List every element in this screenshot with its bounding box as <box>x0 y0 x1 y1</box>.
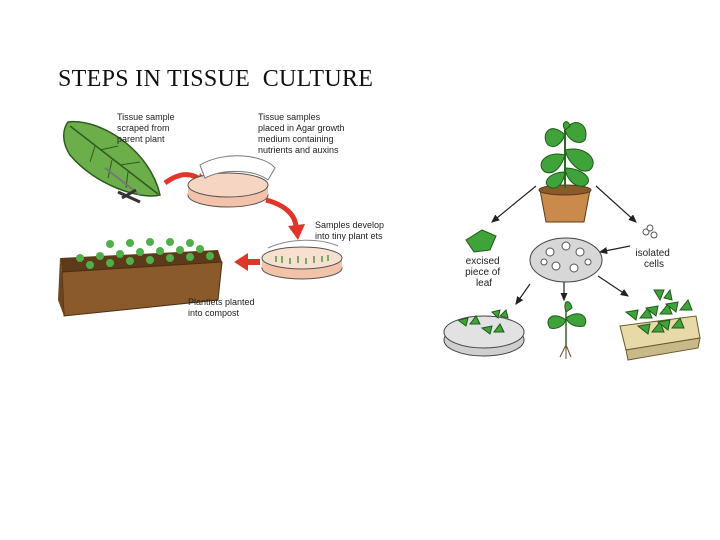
label-tissue-sample: Tissue sample scraped from parent plant <box>117 112 177 144</box>
arrow-to-excised-leaf <box>491 185 537 223</box>
slide-title: STEPS IN TISSUE CULTURE <box>58 66 374 92</box>
left-process-diagram: Tissue sample scraped from parent plant … <box>58 112 387 318</box>
compost-tray <box>58 238 223 317</box>
agar-petri-dish <box>187 155 276 208</box>
seedling-tray <box>619 288 701 361</box>
callus-petri-dish <box>529 237 603 283</box>
arrow-to-isolated-cells <box>595 185 637 223</box>
arrow-leaf-to-explant-dish <box>515 283 531 305</box>
arrow-cells-to-dish <box>598 245 631 255</box>
right-process-diagram: excised piece of leaf isolated cells <box>443 121 701 361</box>
potted-parent-plant <box>538 121 594 223</box>
red-arrow-2-head <box>288 224 305 240</box>
label-excised-leaf: excised piece of leaf <box>465 256 503 289</box>
plantlet-petri-dish <box>261 239 343 280</box>
label-agar-medium: Tissue samples placed in Agar growth med… <box>258 112 347 155</box>
explant-petri-dish <box>443 309 525 357</box>
rooted-plantlet <box>547 301 587 359</box>
arrow-dish-to-tray <box>597 275 629 297</box>
label-samples-develop: Samples develop into tiny plant ets <box>315 220 387 241</box>
label-isolated-cells: isolated cells <box>635 248 672 270</box>
scalpel-illustration <box>104 167 141 204</box>
label-plantlets-planted: Plantlets planted into compost <box>188 297 257 318</box>
isolated-cells <box>642 224 658 239</box>
red-arrow-2 <box>265 197 299 229</box>
red-arrow-3-head <box>234 253 248 271</box>
excised-leaf-piece <box>465 229 497 253</box>
parent-leaf-illustration <box>63 120 161 197</box>
